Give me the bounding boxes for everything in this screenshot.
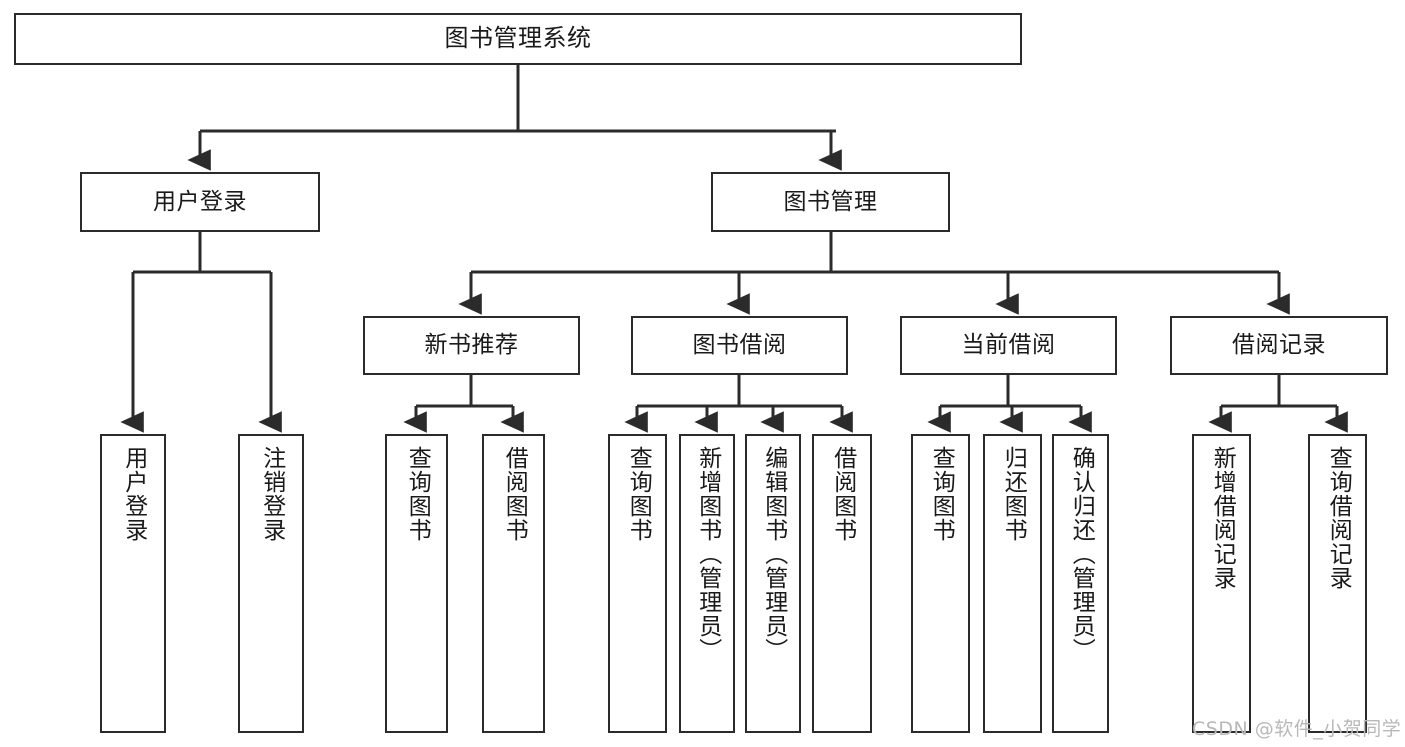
leaf-add-book-admin-label: 新增图书（管理员）	[694, 446, 721, 662]
leaf-edit-book-admin[interactable]: 编辑图书（管理员）	[745, 434, 801, 733]
node-new-book-recommend[interactable]: 新书推荐	[363, 316, 580, 375]
node-root-label: 图书管理系统	[444, 24, 592, 53]
leaf-return-book[interactable]: 归还图书	[983, 434, 1042, 733]
leaf-return-book-label: 归还图书	[1000, 446, 1027, 542]
node-borrow-record[interactable]: 借阅记录	[1170, 316, 1388, 375]
leaf-query-borrow-record-label: 查询借阅记录	[1325, 446, 1352, 590]
leaf-borrow-book-borrow[interactable]: 借阅图书	[812, 434, 872, 733]
leaf-logout-login-label: 注销登录	[258, 446, 285, 542]
node-new-book-recommend-label: 新书推荐	[424, 332, 519, 359]
node-root[interactable]: 图书管理系统	[14, 13, 1022, 65]
node-user-login-label: 用户登录	[153, 188, 247, 215]
leaf-edit-book-admin-label: 编辑图书（管理员）	[760, 446, 787, 662]
leaf-query-book-recommend-label: 查询图书	[404, 446, 431, 542]
leaf-query-book-recommend[interactable]: 查询图书	[385, 434, 448, 733]
node-book-borrow-label: 图书借阅	[692, 332, 787, 359]
csdn-watermark: CSDN @软件_小贺同学	[1192, 718, 1402, 740]
leaf-borrow-book-recommend-label: 借阅图书	[501, 446, 528, 542]
node-current-borrow[interactable]: 当前借阅	[900, 316, 1117, 375]
leaf-user-login-label: 用户登录	[120, 446, 147, 542]
node-book-manage[interactable]: 图书管理	[711, 172, 950, 232]
leaf-borrow-book-recommend[interactable]: 借阅图书	[482, 434, 545, 733]
leaf-borrow-book-borrow-label: 借阅图书	[829, 446, 856, 542]
node-book-manage-label: 图书管理	[783, 188, 878, 215]
node-user-login[interactable]: 用户登录	[80, 172, 320, 232]
node-book-borrow[interactable]: 图书借阅	[631, 316, 848, 375]
leaf-add-borrow-record-label: 新增借阅记录	[1209, 446, 1236, 590]
leaf-query-book-borrow[interactable]: 查询图书	[608, 434, 667, 733]
leaf-logout-login[interactable]: 注销登录	[238, 434, 304, 733]
leaf-confirm-return-admin-label: 确认归还（管理员）	[1068, 446, 1095, 662]
leaf-query-book-current-label: 查询图书	[928, 446, 955, 542]
leaf-user-login[interactable]: 用户登录	[100, 434, 166, 733]
leaf-query-book-borrow-label: 查询图书	[625, 446, 652, 542]
node-borrow-record-label: 借阅记录	[1232, 332, 1326, 359]
leaf-add-borrow-record[interactable]: 新增借阅记录	[1192, 434, 1251, 733]
leaf-confirm-return-admin[interactable]: 确认归还（管理员）	[1052, 434, 1109, 733]
node-current-borrow-label: 当前借阅	[961, 332, 1056, 359]
leaf-query-book-current[interactable]: 查询图书	[911, 434, 970, 733]
leaf-add-book-admin[interactable]: 新增图书（管理员）	[679, 434, 735, 733]
leaf-query-borrow-record[interactable]: 查询借阅记录	[1308, 434, 1367, 733]
